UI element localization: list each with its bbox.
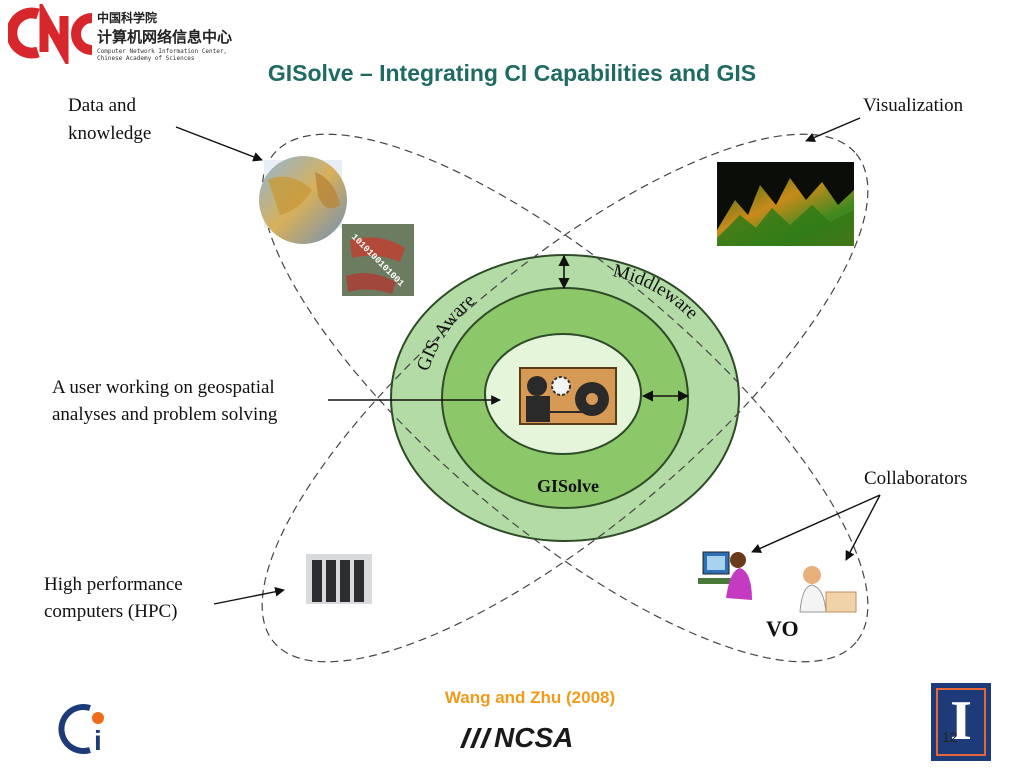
- data-knowledge-label-line2: knowledge: [68, 123, 151, 144]
- ncsa-logo: NCSA: [458, 722, 598, 753]
- illinois-letter: I: [950, 690, 972, 752]
- user-label-line1: A user working on geospatial: [52, 377, 275, 398]
- terrain-visualization-image: [717, 162, 854, 246]
- ncsa-stripes-icon: [460, 728, 492, 748]
- visualization-label: Visualization: [863, 95, 964, 116]
- logo-en-line1: Computer Network Information Center,: [97, 48, 228, 55]
- illinois-logo: I: [931, 683, 991, 761]
- ci-logo: i: [58, 704, 104, 754]
- globe-image: [259, 156, 347, 244]
- cnic-logo: [8, 4, 94, 64]
- logo-en-line2: Chinese Academy of Sciences: [97, 55, 195, 62]
- cnc-logo-mark: [8, 4, 93, 64]
- gisolve-label: GISolve: [537, 476, 599, 496]
- binary-data-image: 1010100101001: [342, 224, 414, 296]
- hpc-label-line2: computers (HPC): [44, 601, 178, 622]
- collaborators-arrow-1: [751, 494, 881, 553]
- vo-label: VO: [766, 616, 799, 641]
- logo-cn-line1: 中国科学院: [97, 11, 158, 25]
- user-computer-icon: [519, 367, 617, 425]
- collaborator-woman-icon: [698, 551, 752, 600]
- user-label-line2: analyses and problem solving: [52, 404, 278, 425]
- collaborator-man-icon: [799, 566, 857, 613]
- page-number: 12: [942, 729, 958, 745]
- data-knowledge-arrow: [175, 126, 263, 162]
- collaborators-arrow-2: [845, 494, 881, 561]
- collaborators-label: Collaborators: [864, 468, 967, 489]
- hpc-arrow: [213, 586, 285, 605]
- data-knowledge-label-line1: Data and: [68, 95, 137, 116]
- citation: Wang and Zhu (2008): [444, 688, 616, 707]
- hpc-label-line1: High performance: [44, 574, 183, 595]
- ci-logo-letter: i: [94, 725, 102, 754]
- dashed-ellipse-diag-down: [261, 133, 869, 663]
- visualization-arrow: [805, 117, 861, 143]
- logo-cn-line2: 计算机网络信息中心: [97, 28, 233, 46]
- hpc-server-image: [306, 554, 372, 604]
- slide-title: GISolve – Integrating CI Capabilities an…: [267, 60, 757, 86]
- ncsa-text: NCSA: [494, 722, 574, 753]
